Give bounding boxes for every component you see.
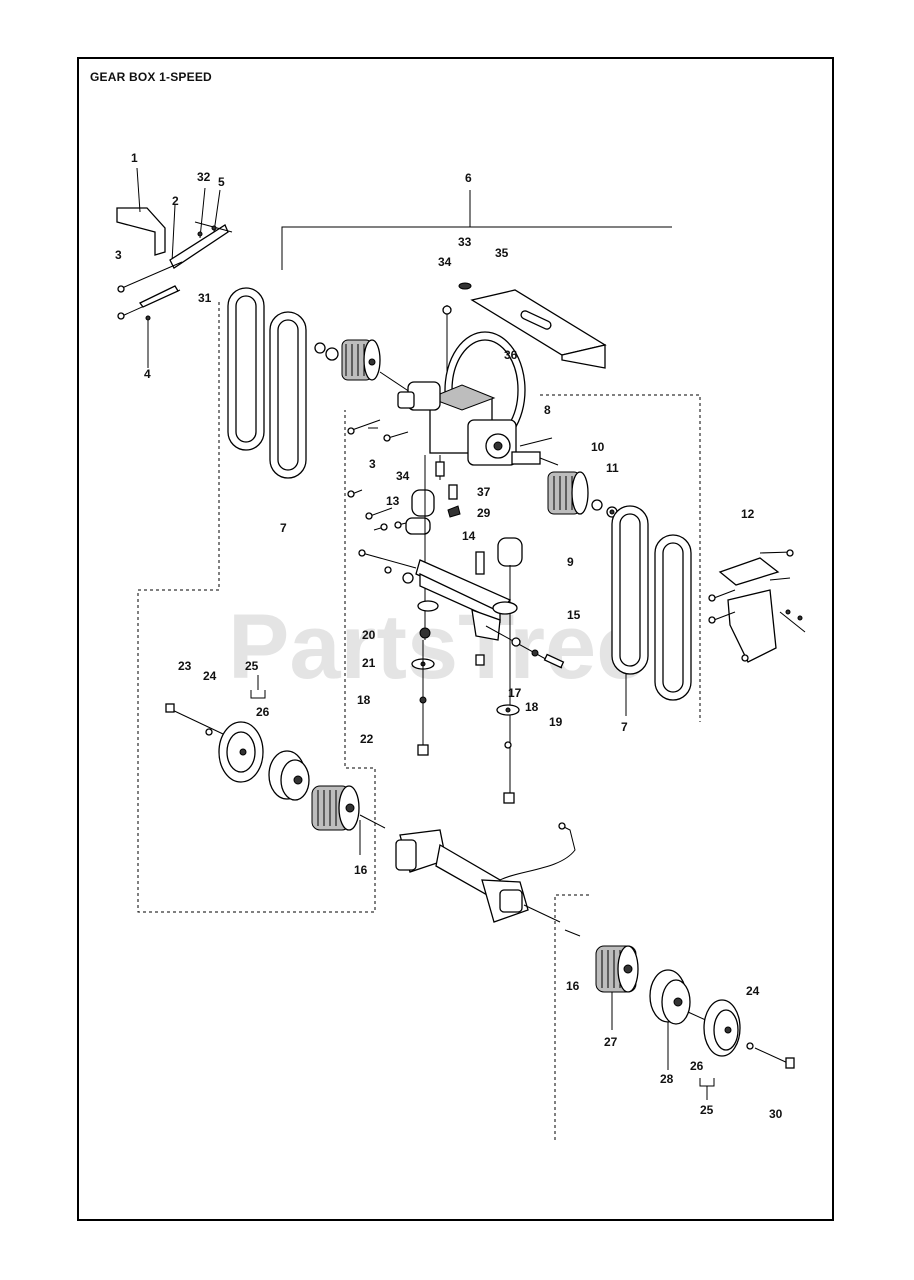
callout-24: 24 [203,669,217,683]
axle-assembly [395,822,581,937]
callout-10: 10 [591,440,605,454]
callout-7-right: 7 [621,720,628,734]
belt-31-pair [227,287,307,479]
callout-27: 27 [604,1035,618,1049]
callout-2: 2 [172,194,179,208]
leader-lines [147,340,669,1070]
callout-16: 16 [354,863,368,877]
right-pulley [547,471,618,518]
callout-34: 34 [438,255,452,269]
right-assembly-boundary [540,394,701,722]
callout-26-right: 26 [690,1059,704,1073]
callout-25-right: 25 [700,1103,714,1117]
callout-32: 32 [197,170,211,184]
bolts-left-gearbox [347,419,411,531]
lower-right-boundary [554,894,590,1140]
belt-7-right-pair [611,505,692,701]
callout-1: 1 [131,151,138,165]
support-frame-15 [358,549,565,669]
bracket-item-6 [281,190,471,270]
bracket-25-left [250,690,266,699]
callout-31: 31 [198,291,212,305]
callout-19: 19 [549,715,563,729]
callout-37: 37 [477,485,491,499]
bracket-plate-assembly [116,167,233,368]
callout-11: 11 [606,461,619,475]
callout-22: 22 [360,732,374,746]
callout-23: 23 [178,659,192,673]
callout-36: 36 [504,348,518,362]
left-assembly-boundary [137,302,376,913]
callout-26: 26 [256,705,270,719]
callout-3-lower: 3 [369,457,376,471]
upper-pulley [314,339,411,393]
left-lower-pulley-group [165,703,386,831]
callout-14: 14 [462,529,476,543]
callout-5: 5 [218,175,225,189]
callout-3: 3 [115,248,122,262]
callout-4: 4 [144,367,151,381]
right-bracket-12 [708,549,806,663]
watermark: PartsTree [228,596,647,698]
callout-33: 33 [458,235,472,249]
callout-9: 9 [567,555,574,569]
callout-28: 28 [660,1072,674,1086]
callout-20: 20 [362,628,376,642]
callout-16-right: 16 [566,979,580,993]
callout-24-right: 24 [746,984,760,998]
callout-15: 15 [567,608,581,622]
callout-13: 13 [386,494,400,508]
callout-35: 35 [495,246,509,260]
right-lower-pulley-group [595,945,795,1069]
bracket-25-right [699,1078,715,1087]
callout-21: 21 [362,656,376,670]
diagram-title: GEAR BOX 1-SPEED [90,70,212,84]
callout-18: 18 [357,693,371,707]
callout-25: 25 [245,659,259,673]
callout-17: 17 [508,686,522,700]
callout-29: 29 [477,506,491,520]
gearbox-body [397,331,559,518]
callout-7: 7 [280,521,287,535]
callout-18-right: 18 [525,700,539,714]
callout-12: 12 [741,507,755,521]
lower-hardware-stacks [411,627,520,804]
diagram-frame [77,57,834,1221]
callout-30: 30 [769,1107,783,1121]
callout-6: 6 [465,171,472,185]
callout-34-lower: 34 [396,469,410,483]
callout-8: 8 [544,403,551,417]
